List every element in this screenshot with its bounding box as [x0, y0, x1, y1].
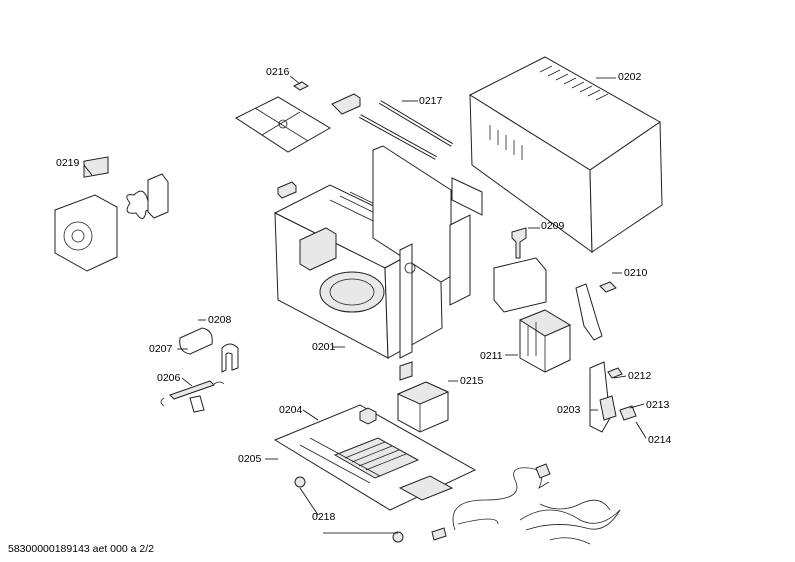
label-0218: 0218: [312, 511, 336, 523]
wiring-harness: [519, 499, 621, 545]
heating-rods-0217: [331, 93, 454, 160]
connector: [277, 181, 297, 199]
label-0202: 0202: [618, 71, 642, 83]
label-0214: 0214: [648, 434, 672, 446]
fan-assembly-0219: [54, 156, 169, 272]
capacitor-0208: [177, 319, 239, 373]
label-0204: 0204: [279, 404, 303, 416]
label-0215: 0215: [460, 375, 484, 387]
diode-0206: [160, 377, 225, 413]
outer-casing-0202: [468, 56, 663, 253]
label-0216: 0216: [266, 66, 290, 78]
bracket-0210: [575, 272, 622, 341]
oven-cavity-0201: [273, 145, 471, 359]
power-cord: [431, 463, 551, 541]
top-plate-0216: [234, 75, 331, 153]
base-plate-0204: [265, 404, 477, 511]
label-0211: 0211: [480, 350, 503, 362]
transformer-0211: [505, 309, 572, 373]
label-0207: 0207: [149, 343, 173, 355]
label-0208: 0208: [208, 314, 232, 326]
feet-0218: [294, 476, 404, 543]
label-0206: 0206: [157, 372, 181, 384]
label-0210: 0210: [624, 267, 648, 279]
document-id: 58300000189143 aet 000 a 2/2: [8, 543, 154, 555]
label-0212: 0212: [628, 370, 652, 382]
label-0205: 0205: [238, 453, 262, 465]
lamp-assembly-0209: [493, 227, 547, 313]
label-0213: 0213: [646, 399, 670, 411]
magnetron-0215: [396, 361, 458, 433]
label-0209: 0209: [541, 220, 565, 232]
control-bracket-0203: [589, 361, 647, 439]
label-0201: 0201: [312, 341, 336, 353]
insulation-sheet: [451, 177, 483, 216]
label-0217: 0217: [419, 95, 443, 107]
label-0219: 0219: [56, 157, 80, 169]
label-0203: 0203: [557, 404, 581, 416]
